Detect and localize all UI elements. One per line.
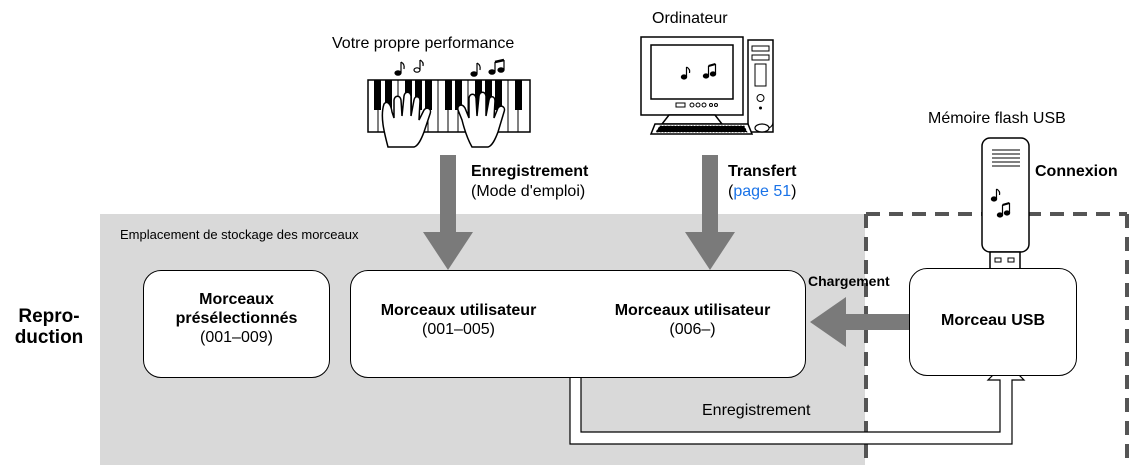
preset-songs-title-line2: présélectionnés <box>175 310 298 328</box>
preset-songs-box: Morceaux présélectionnés (001–009) <box>143 270 330 378</box>
user-songs-a-title: Morceaux utilisateur <box>380 302 537 319</box>
usb-zone-dashed-border <box>864 212 1129 465</box>
computer-icon <box>640 36 774 135</box>
transfer-paren-open: ( <box>728 183 734 200</box>
transfer-page-ref: (page 51) <box>728 183 797 201</box>
preset-songs-range: (001–009) <box>200 329 273 347</box>
loading-label: Chargement <box>808 273 890 289</box>
recording-arrow <box>423 155 473 270</box>
user-songs-b-title: Morceaux utilisateur <box>614 302 771 319</box>
usb-song-title: Morceau USB <box>940 312 1046 329</box>
preset-songs-title-line1: Morceaux <box>199 291 274 308</box>
usb-song-box: Morceau USB <box>909 268 1077 376</box>
keyboard-hands-icon <box>367 58 531 148</box>
storage-area-label: Emplacement de stockage des morceaux <box>120 227 359 242</box>
save-label: Enregistrement <box>702 402 811 419</box>
playback-label-line1: Repro- <box>18 306 80 327</box>
user-songs-box: Morceaux utilisateur (001–005) Morceaux … <box>350 270 806 378</box>
own-performance-label: Votre propre performance <box>332 35 515 52</box>
usb-memory-label: Mémoire flash USB <box>928 110 1066 127</box>
computer-label: Ordinateur <box>652 10 728 27</box>
recording-manual-label: (Mode d'emploi) <box>471 183 586 200</box>
connection-label: Connexion <box>1035 163 1118 180</box>
playback-label-line2: duction <box>14 327 84 349</box>
loading-arrow <box>810 297 926 347</box>
recording-label: Enregistrement <box>471 163 589 180</box>
page-51-link[interactable]: page 51 <box>733 183 792 200</box>
user-songs-a-range: (001–005) <box>422 321 495 339</box>
transfer-arrow <box>685 155 735 270</box>
playback-label: Repro- duction <box>8 306 90 349</box>
user-songs-b-range: (006–) <box>669 321 716 339</box>
usb-flash-drive-icon <box>981 137 1030 275</box>
transfer-paren-close: ) <box>791 183 797 200</box>
transfer-label: Transfert <box>728 163 797 180</box>
